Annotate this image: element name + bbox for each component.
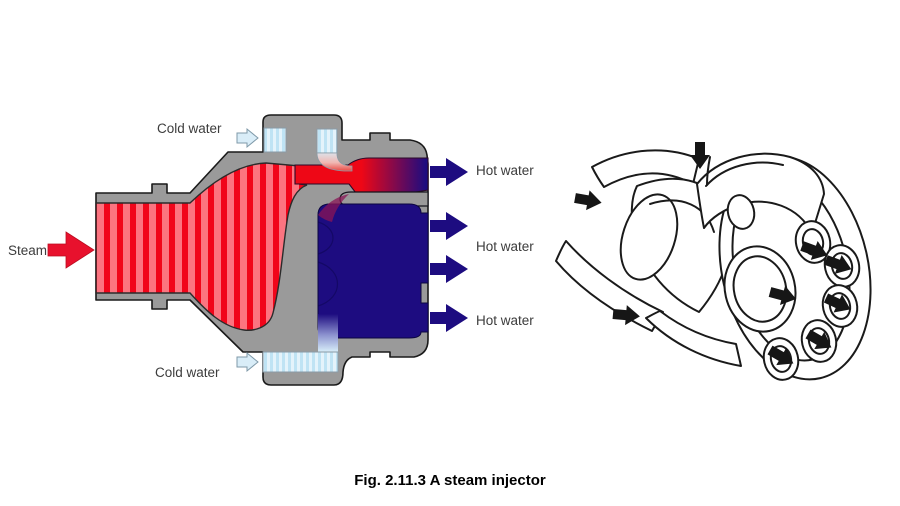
- clamp-notch-line: [706, 156, 711, 186]
- chamber-detail-arcs: [317, 221, 339, 307]
- yoke-prong-upper: [591, 149, 700, 188]
- cold-water-label-top: Cold water: [157, 121, 222, 136]
- isometric-diagram: [555, 142, 872, 381]
- hot-water-label-bottom: Hot water: [476, 313, 534, 328]
- cold-water-label-bottom: Cold water: [155, 365, 220, 380]
- cold-water-arrow-top: [236, 128, 259, 148]
- steam-arrow: [47, 231, 95, 269]
- hot-water-arrow-2: [430, 212, 468, 240]
- cold-water-channel-inner: [316, 128, 338, 154]
- hot-water-label-middle: Hot water: [476, 239, 534, 254]
- cross-section-diagram: [47, 114, 468, 386]
- lower-band: [645, 310, 742, 367]
- mix-wisp: [318, 194, 349, 222]
- cold-water-slot-bottom: [262, 351, 339, 373]
- hot-water-arrow-3: [430, 255, 468, 283]
- center-bore-inner: [732, 255, 788, 323]
- hot-water-label-top: Hot water: [476, 163, 534, 178]
- clamp-top: [696, 152, 825, 234]
- hot-water-arrow-1: [430, 158, 468, 186]
- cone-mouth: [619, 193, 679, 281]
- cold-steam-mix-passage: [316, 152, 353, 172]
- mixing-chamber: [317, 203, 429, 339]
- clamp-top-inner-line: [705, 161, 784, 187]
- figure-caption: Fig. 2.11.3 A steam injector: [354, 472, 546, 489]
- cold-water-slot-top: [263, 127, 287, 153]
- steam-cone: [95, 162, 308, 331]
- cone-inner-line: [649, 199, 715, 233]
- cold-water-arrow-bottom: [236, 352, 259, 372]
- hot-water-arrow-4: [430, 304, 468, 332]
- steam-label: Steam: [8, 243, 48, 258]
- cold-water-riser-bottom: [318, 314, 338, 352]
